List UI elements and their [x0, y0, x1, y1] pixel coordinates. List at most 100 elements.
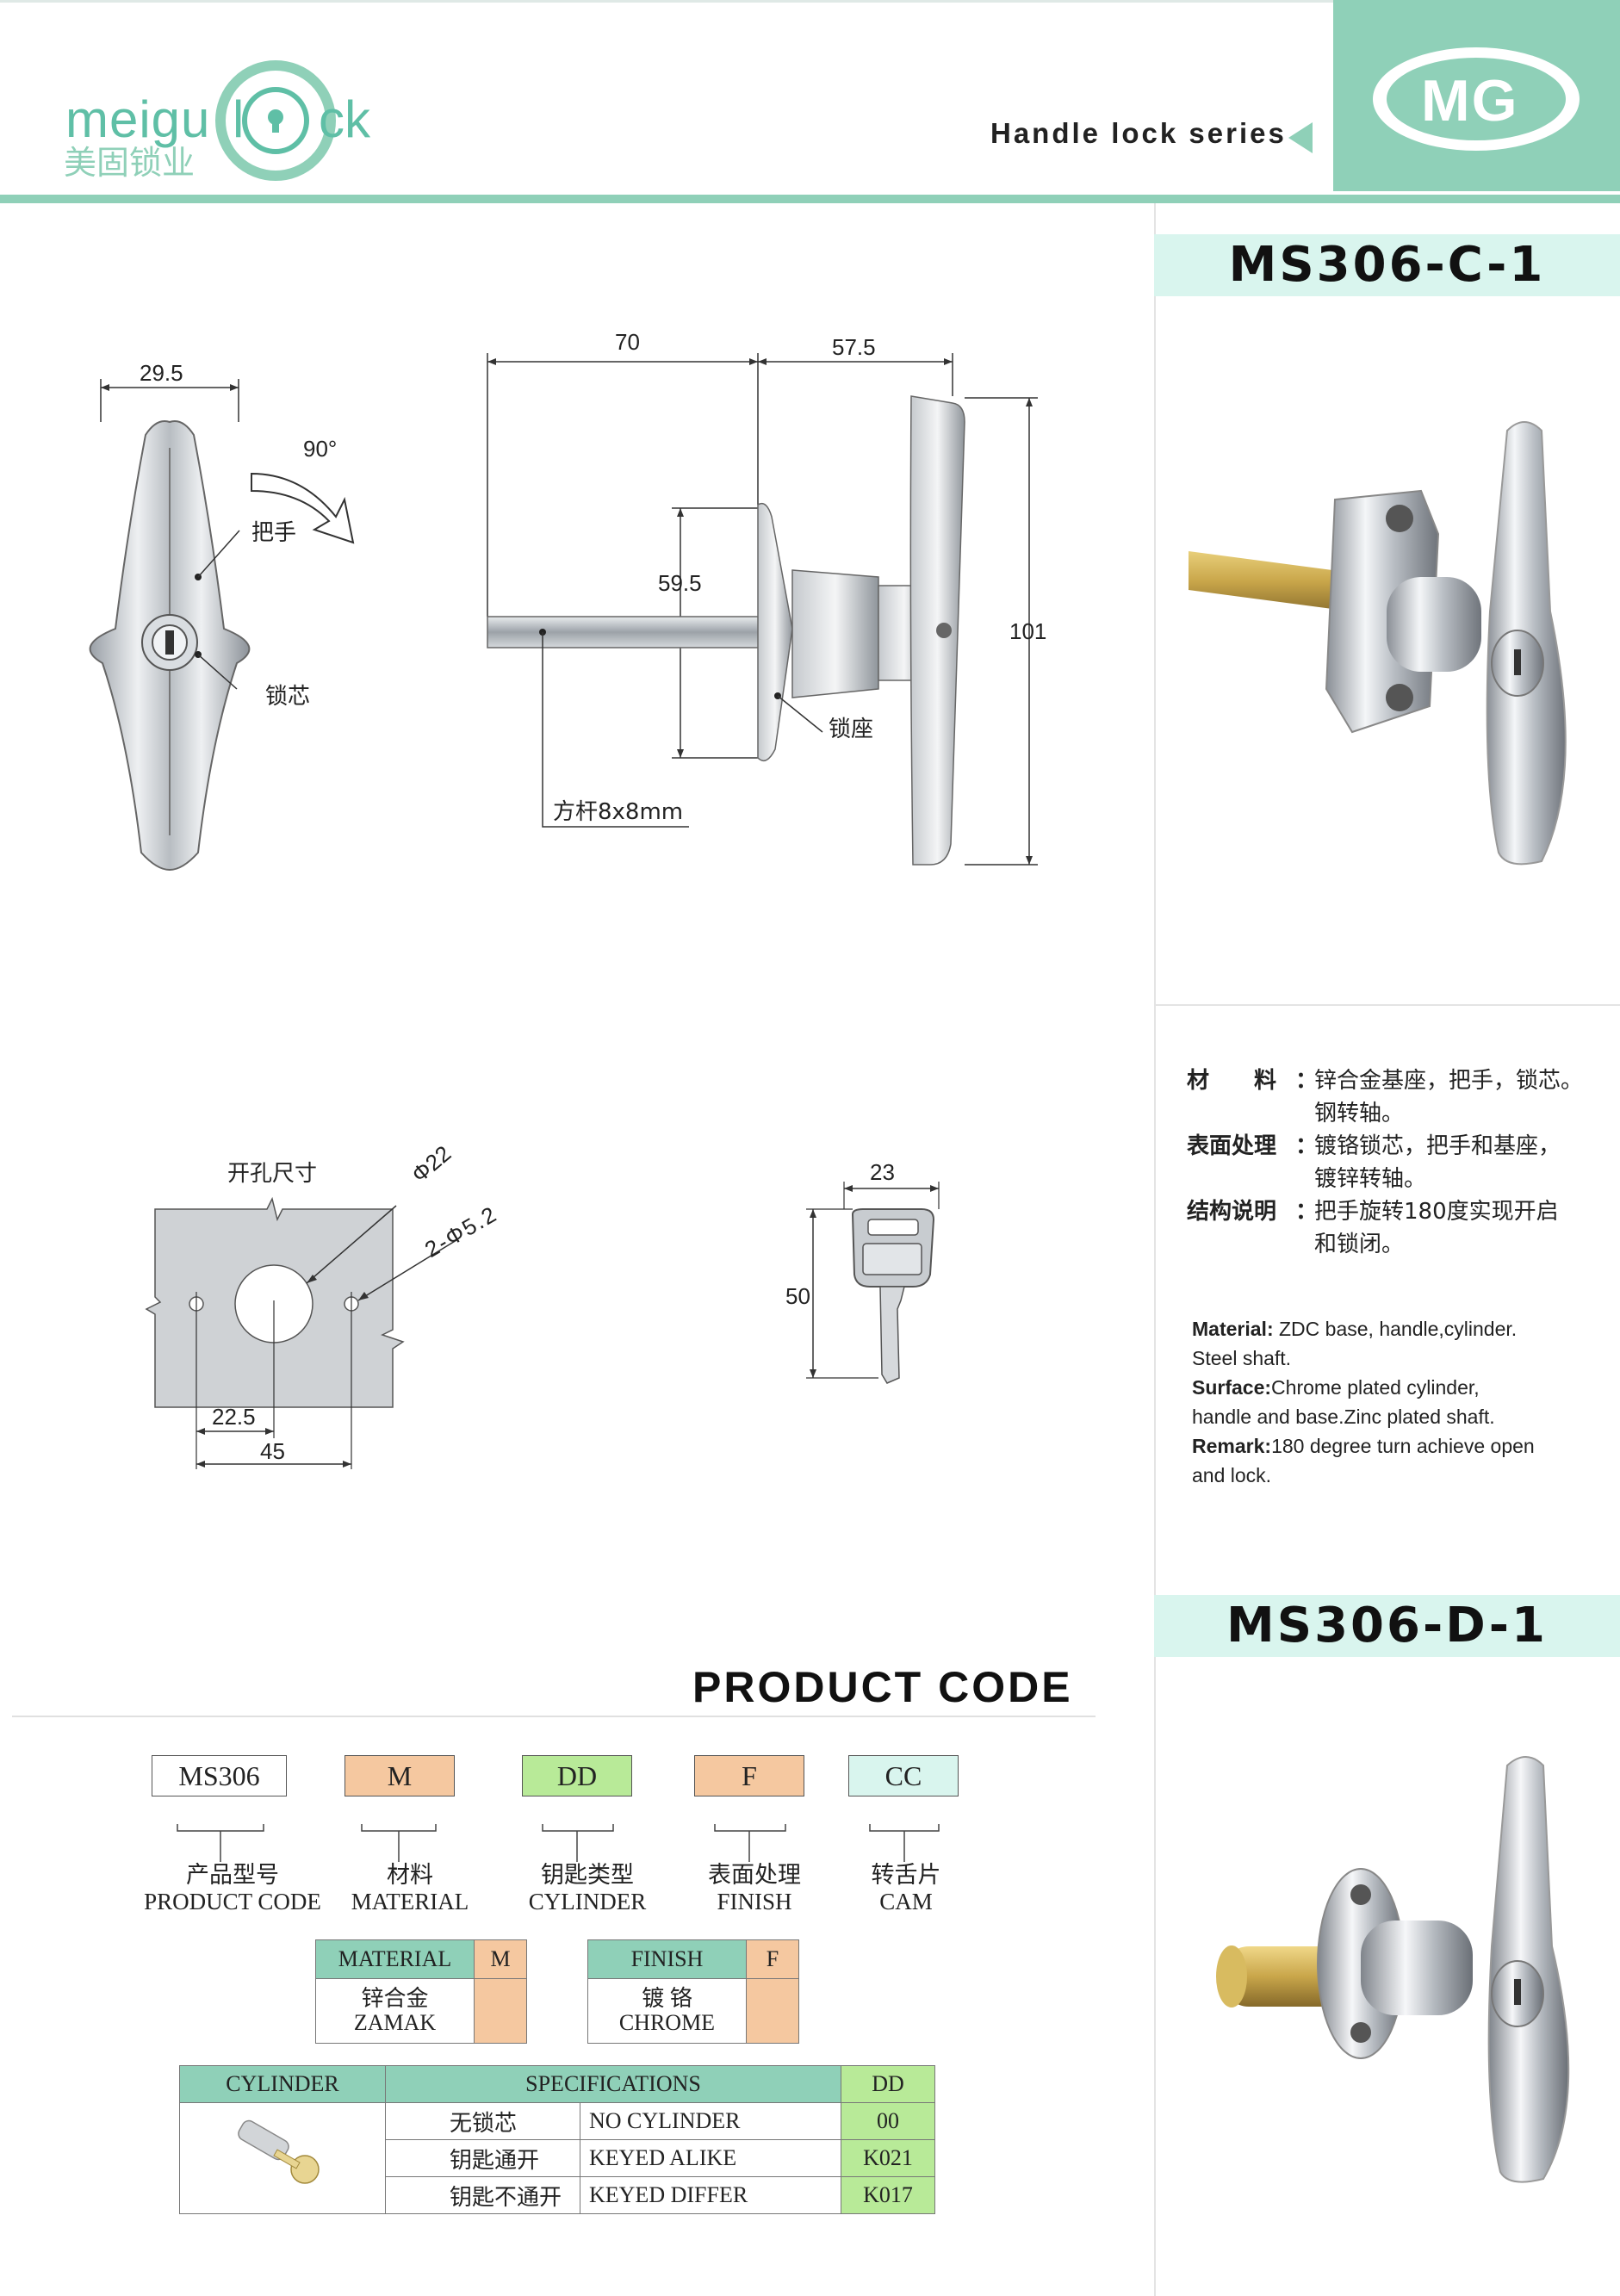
desc-cn-colon: ：: [1295, 1068, 1319, 1094]
desc-en-text: Steel shaft.: [1192, 1347, 1292, 1369]
desc-en-line: Material: ZDC base, handle,cylinder.: [1192, 1314, 1614, 1343]
logo: meigu l ck 美固锁业: [60, 52, 388, 189]
code-label-en: MATERIAL: [351, 1889, 469, 1914]
desc-en-line: Steel shaft.: [1192, 1343, 1614, 1373]
desc-cn-text: 把手旋转180度实现开启: [1314, 1199, 1559, 1225]
dim-side-a: 70: [615, 329, 640, 355]
desc-en-text: handle and base.Zinc plated shaft.: [1192, 1406, 1495, 1428]
material-en: ZAMAK: [353, 2010, 437, 2035]
desc-cn-row: 材 料 ： 锌合金基座，把手，锁芯。 钢转轴。: [1187, 1063, 1617, 1128]
desc-en-text: and lock.: [1192, 1464, 1272, 1486]
cylinder-table-row: 钥匙通开 KEYED ALIKE K021: [180, 2139, 935, 2177]
desc-en-line: Surface:Chrome plated cylinder,: [1192, 1373, 1614, 1402]
desc-en-text: Chrome plated cylinder,: [1271, 1376, 1480, 1399]
finish-table-title: FINISH: [587, 1939, 747, 1979]
header-top-rule: [0, 0, 1333, 3]
desc-en-sep: :: [1266, 1318, 1279, 1340]
material-table-title: MATERIAL: [314, 1939, 475, 1979]
model-title-top: MS306-C-1: [1154, 234, 1620, 296]
header-rule: [0, 195, 1620, 203]
material-table-blank: [474, 1978, 527, 2044]
side-view-drawing: [487, 353, 1038, 866]
finish-cn: 镀 铬: [642, 1986, 692, 2011]
description-cn: 材 料 ： 锌合金基座，把手，锁芯。 钢转轴。 表面处理 ： 镀铬锁芯，把手和基…: [1187, 1063, 1617, 1259]
cylinder-table-col-cylinder: CYLINDER: [179, 2065, 386, 2103]
product-code-rule: [12, 1716, 1096, 1717]
key-cylinder-icon: [238, 2119, 320, 2184]
code-box-cam: CC: [848, 1755, 959, 1796]
triangle-pointer-icon: [1288, 122, 1313, 153]
cylinder-row-code: 00: [841, 2102, 935, 2140]
handle-photo-c1: [1189, 421, 1567, 866]
desc-en-line: handle and base.Zinc plated shaft.: [1192, 1402, 1614, 1431]
key-drawing: [806, 1182, 940, 1384]
label-handle: 把手: [251, 520, 297, 546]
logo-text-right: ck: [319, 90, 370, 148]
cylinder-table-col-spec: SPECIFICATIONS: [385, 2065, 841, 2103]
code-box-product: MS306: [152, 1755, 287, 1796]
cylinder-row-code: K021: [841, 2139, 935, 2177]
description-en: Material: ZDC base, handle,cylinder. Ste…: [1192, 1314, 1614, 1490]
desc-cn-row: 结构说明 ： 把手旋转180度实现开启 和锁闭。: [1187, 1194, 1617, 1259]
code-label-cn: 转舌片: [871, 1862, 941, 1888]
code-label-cn: 材料: [387, 1862, 433, 1888]
desc-en-label: Material: [1192, 1318, 1267, 1340]
logo-ring-icon: [215, 60, 336, 181]
material-table-code: M: [474, 1939, 527, 1979]
dim-side-d: 101: [1009, 618, 1047, 644]
brand-block: MG: [1333, 0, 1620, 191]
model-title-bottom: MS306-D-1: [1154, 1595, 1620, 1657]
code-label-en: FINISH: [717, 1889, 792, 1914]
cylinder-row-cn: 无锁芯: [385, 2102, 580, 2140]
key-width: 23: [870, 1159, 895, 1185]
label-base: 锁座: [829, 717, 874, 742]
cylinder-row-en: KEYED ALIKE: [580, 2139, 841, 2177]
logo-text-left: meigu: [65, 90, 211, 148]
cylinder-table: CYLINDER SPECIFICATIONS DD 无锁芯 NO CYLIND…: [179, 2065, 935, 2214]
desc-cn-label: 结构说明: [1187, 1199, 1277, 1225]
desc-cn-colon: ：: [1295, 1199, 1319, 1225]
dim-side-b: 57.5: [832, 334, 876, 360]
cylinder-table-col-code: DD: [841, 2065, 935, 2103]
cylinder-row-cn: 钥匙通开: [385, 2139, 580, 2177]
label-shaft: 方杆8x8mm: [553, 799, 684, 825]
desc-cn-row: 表面处理 ： 镀铬锁芯，把手和基座， 镀锌转轴。: [1187, 1128, 1617, 1194]
desc-cn-label: 材 料: [1187, 1068, 1277, 1094]
finish-table-blank: [745, 1978, 800, 2044]
code-label-en: CYLINDER: [528, 1889, 647, 1914]
desc-en-text: 180 degree turn achieve open: [1271, 1435, 1535, 1457]
product-code-title: PRODUCT CODE: [692, 1663, 1073, 1711]
cutout-title: 开孔尺寸: [227, 1161, 318, 1187]
desc-cn-text: 和锁闭。: [1314, 1232, 1405, 1257]
mg-badge-text: MG: [1421, 68, 1519, 133]
desc-en-label: Surface: [1192, 1376, 1265, 1399]
desc-cn-text: 镀锌转轴。: [1314, 1166, 1427, 1192]
code-box-material: M: [344, 1755, 455, 1796]
cylinder-table-row: 无锁芯 NO CYLINDER 00: [179, 2102, 935, 2214]
cylinder-image-cell: [179, 2102, 386, 2214]
desc-en-sep: :: [1264, 1376, 1272, 1399]
cutout-dim-half: 22.5: [212, 1404, 256, 1430]
code-label-en: CAM: [879, 1889, 933, 1914]
cylinder-row-en: NO CYLINDER: [580, 2102, 841, 2140]
finish-table-header: FINISH F: [587, 1939, 800, 1979]
desc-cn-label: 表面处理: [1187, 1133, 1277, 1159]
dim-side-c: 59.5: [658, 570, 702, 596]
desc-en-line: Remark:180 degree turn achieve open: [1192, 1431, 1614, 1461]
key-height: 50: [785, 1283, 810, 1309]
dim-width-front: 29.5: [140, 360, 183, 386]
material-table-header: MATERIAL M: [314, 1939, 527, 1979]
finish-en: CHROME: [618, 2010, 716, 2035]
handle-photo-d1: [1216, 1756, 1570, 2183]
desc-en-line: and lock.: [1192, 1461, 1614, 1490]
